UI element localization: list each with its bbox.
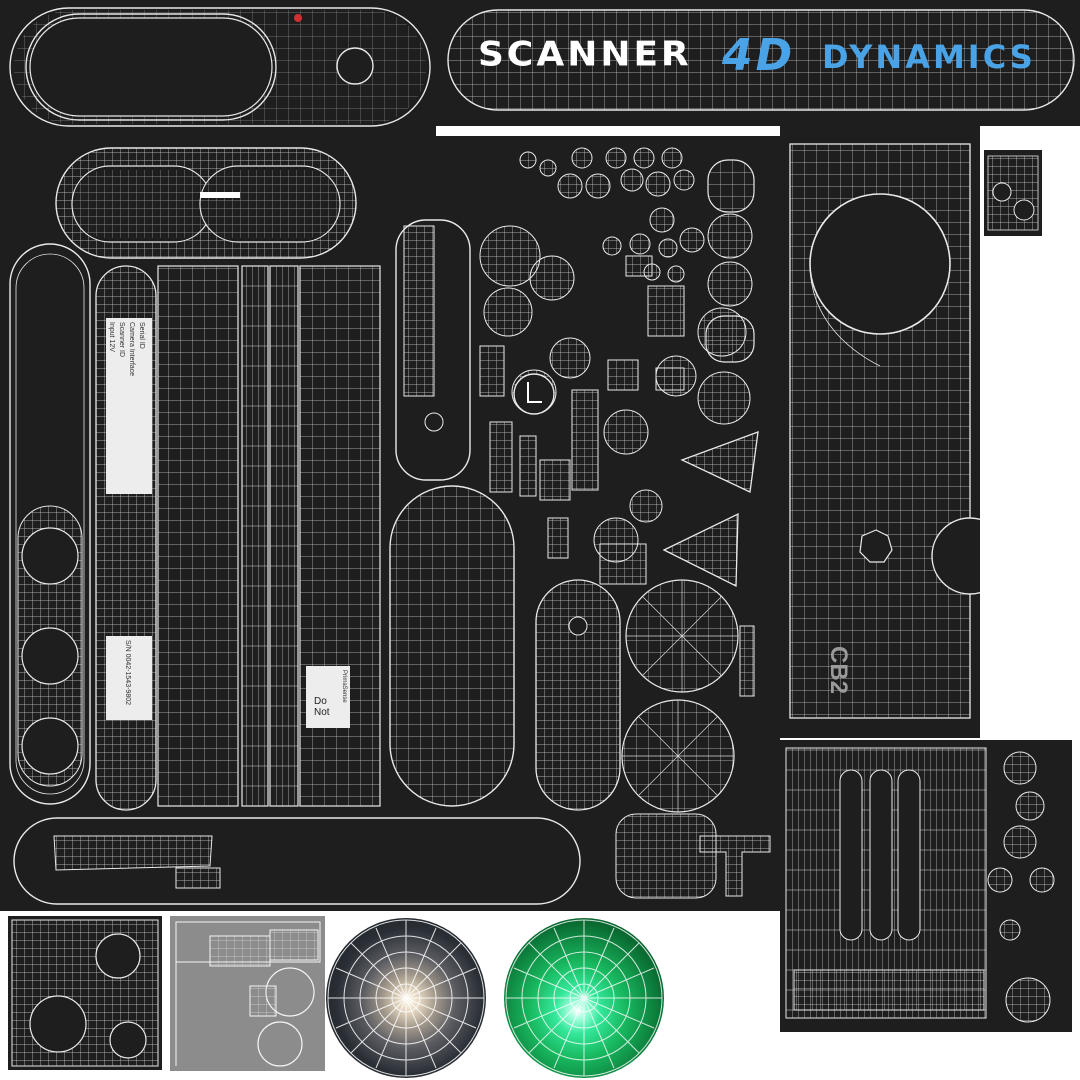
serial-number-text: S/N 0042-1543-9802 bbox=[124, 640, 131, 705]
detail-uv-panel bbox=[780, 740, 1072, 1032]
brand-scanner-text: SCANNER bbox=[478, 35, 692, 74]
cb2-uv-panel: CB2 bbox=[780, 126, 980, 738]
label-line-2: Camera Interface bbox=[128, 322, 135, 377]
top-left-uv-panel bbox=[0, 0, 436, 136]
do-not-sticker: PrimaSense Do Not bbox=[306, 666, 350, 728]
thumbnail-atlas bbox=[984, 150, 1042, 236]
lens-disc-color bbox=[326, 918, 486, 1078]
brand-4d-text: 4D bbox=[722, 30, 796, 81]
product-label-sticker: Serial ID Camera Interface Scanner ID In… bbox=[106, 318, 152, 494]
do-not-line-1: Do bbox=[314, 696, 327, 707]
serial-label-sticker: S/N 0042-1543-9802 bbox=[106, 636, 152, 720]
lens-disc-green bbox=[504, 918, 664, 1078]
brand-dynamics-text: DYNAMICS bbox=[822, 38, 1036, 76]
label-line-4: Input 12V bbox=[108, 322, 115, 352]
do-not-line-2: Not bbox=[314, 707, 330, 718]
grey-ao-map bbox=[170, 916, 325, 1071]
sticker-brand-text: PrimaSense bbox=[341, 670, 347, 703]
label-line-1: Serial ID bbox=[138, 322, 145, 349]
label-line-3: Scanner ID bbox=[118, 322, 125, 358]
cb2-label: CB2 bbox=[825, 646, 852, 695]
main-uv-atlas bbox=[0, 136, 780, 911]
atlas-wireframe bbox=[9, 147, 771, 905]
bottom-uv-atlas bbox=[8, 916, 162, 1070]
logo-banner bbox=[436, 0, 1080, 126]
